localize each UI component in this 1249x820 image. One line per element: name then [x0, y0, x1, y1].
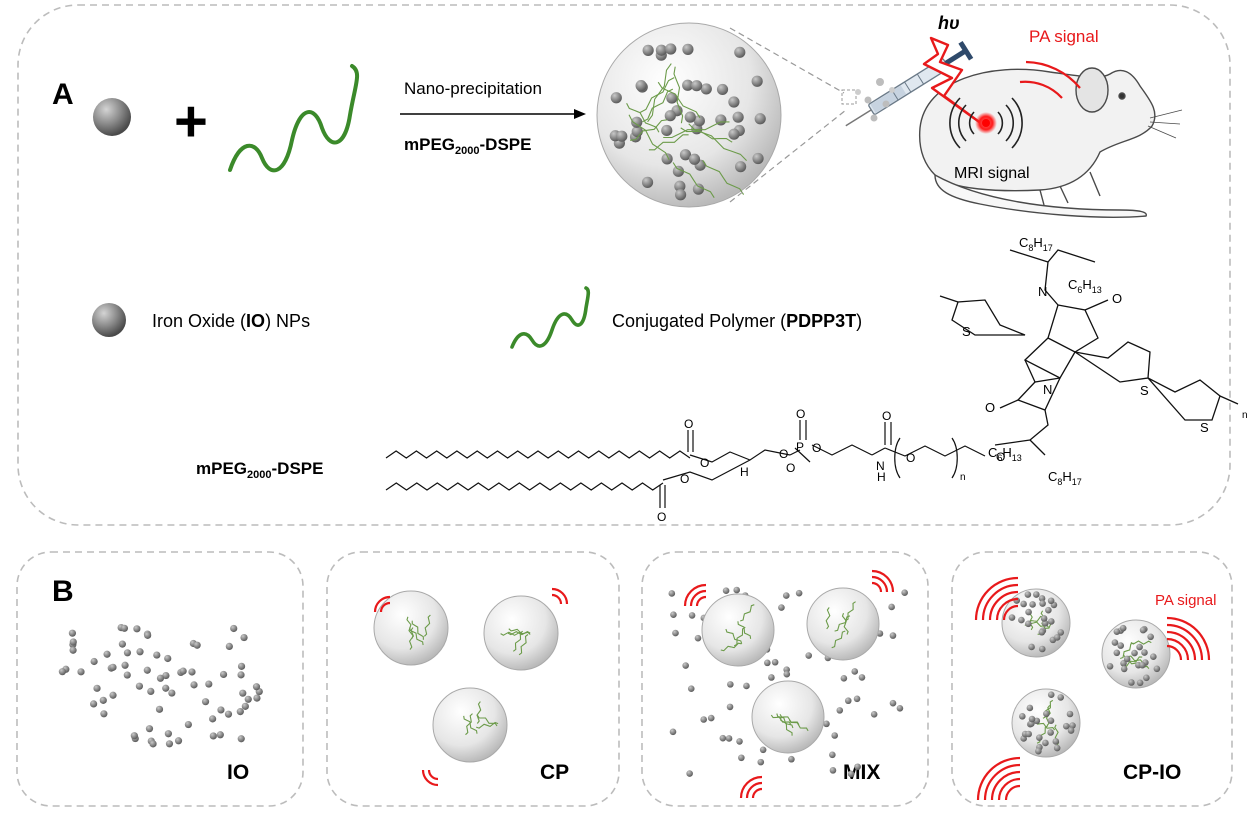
box-cp-io-label: CP-IO: [1123, 761, 1181, 784]
legend-polymer-icon: [510, 286, 591, 349]
pa-signal-arcs: [1019, 60, 1081, 99]
svg-text:O: O: [657, 510, 666, 524]
svg-text:S: S: [962, 324, 971, 339]
box-cp-label: CP: [540, 761, 569, 784]
cp-io-nanoparticle-large: [596, 22, 782, 208]
svg-text:O: O: [996, 450, 1005, 464]
svg-text:C8H17: C8H17: [1048, 469, 1082, 487]
svg-text:O: O: [684, 417, 693, 431]
dspe-structure: [385, 420, 986, 508]
svg-text:S: S: [1140, 383, 1149, 398]
svg-text:O: O: [985, 400, 995, 415]
pdpp3t-labels: C8H17 C6H13 O N S O N S S n C6H13 C8H17: [962, 235, 1248, 487]
zoom-line-top: [729, 27, 845, 94]
syringe-icon: [845, 40, 974, 127]
mouse-illustration: [918, 67, 1183, 218]
svg-text:O: O: [812, 441, 821, 455]
panel-b-spheres: [373, 586, 1171, 778]
box-mix: [641, 551, 929, 807]
svg-text:N: N: [1038, 284, 1047, 299]
io-scatter: [58, 623, 263, 748]
zoom-line-bottom: [729, 109, 847, 203]
svg-text:H: H: [740, 465, 749, 479]
svg-text:O: O: [1112, 291, 1122, 306]
dspe-labels: O O O P O O O H O O N H O O O n: [657, 407, 1005, 524]
svg-text:O: O: [680, 472, 689, 486]
hv-label: hυ: [938, 13, 960, 33]
svg-text:H: H: [877, 470, 886, 484]
svg-text:n: n: [960, 472, 966, 483]
plus-sign: +: [174, 89, 208, 154]
box-cp: [326, 551, 620, 807]
reaction-arrow-head: [574, 109, 586, 119]
io-nanoparticle-icon: [93, 98, 131, 136]
svg-text:S: S: [1200, 420, 1209, 435]
polymer-squiggle-icon: [228, 64, 360, 173]
box-io-label: IO: [227, 761, 249, 784]
svg-text:n: n: [1242, 410, 1248, 421]
box-io: [16, 551, 304, 807]
box-cp-io-pa-label: PA signal: [1155, 592, 1216, 609]
panel-b-label: B: [52, 575, 74, 608]
panel-a-label: A: [52, 78, 74, 111]
panel-a-frame: [17, 4, 1231, 526]
svg-text:O: O: [906, 451, 915, 465]
svg-text:O: O: [796, 407, 805, 421]
mri-signal-label: MRI signal: [954, 165, 1030, 182]
legend-io-text: Iron Oxide (IO) NPs: [152, 311, 310, 331]
svg-text:N: N: [1043, 382, 1052, 397]
svg-text:O: O: [882, 409, 891, 423]
dspe-label: mPEG2000-DSPE: [196, 459, 323, 481]
box-mix-label: MIX: [843, 761, 880, 784]
svg-text:N: N: [876, 459, 885, 473]
svg-text:O: O: [786, 461, 795, 475]
svg-text:O: O: [779, 447, 788, 461]
zoom-box: [841, 89, 857, 105]
legend-io-icon: [92, 303, 126, 337]
panel-b-pa-arcs: [373, 569, 1211, 801]
arrow-label-top: Nano-precipitation: [404, 79, 542, 98]
svg-text:C6H13: C6H13: [1068, 277, 1102, 295]
pa-signal-label: PA signal: [1029, 27, 1099, 46]
svg-text:P: P: [796, 440, 804, 454]
mri-signal-arcs: [949, 97, 1023, 149]
pdpp3t-structure: [939, 249, 1239, 456]
arrow-label-bottom: mPEG2000-DSPE: [404, 135, 531, 157]
svg-text:O: O: [700, 456, 709, 470]
svg-text:C8H17: C8H17: [1019, 235, 1053, 253]
legend-cp-text: Conjugated Polymer (PDPP3T): [612, 311, 862, 331]
svg-text:C6H13: C6H13: [988, 445, 1022, 463]
